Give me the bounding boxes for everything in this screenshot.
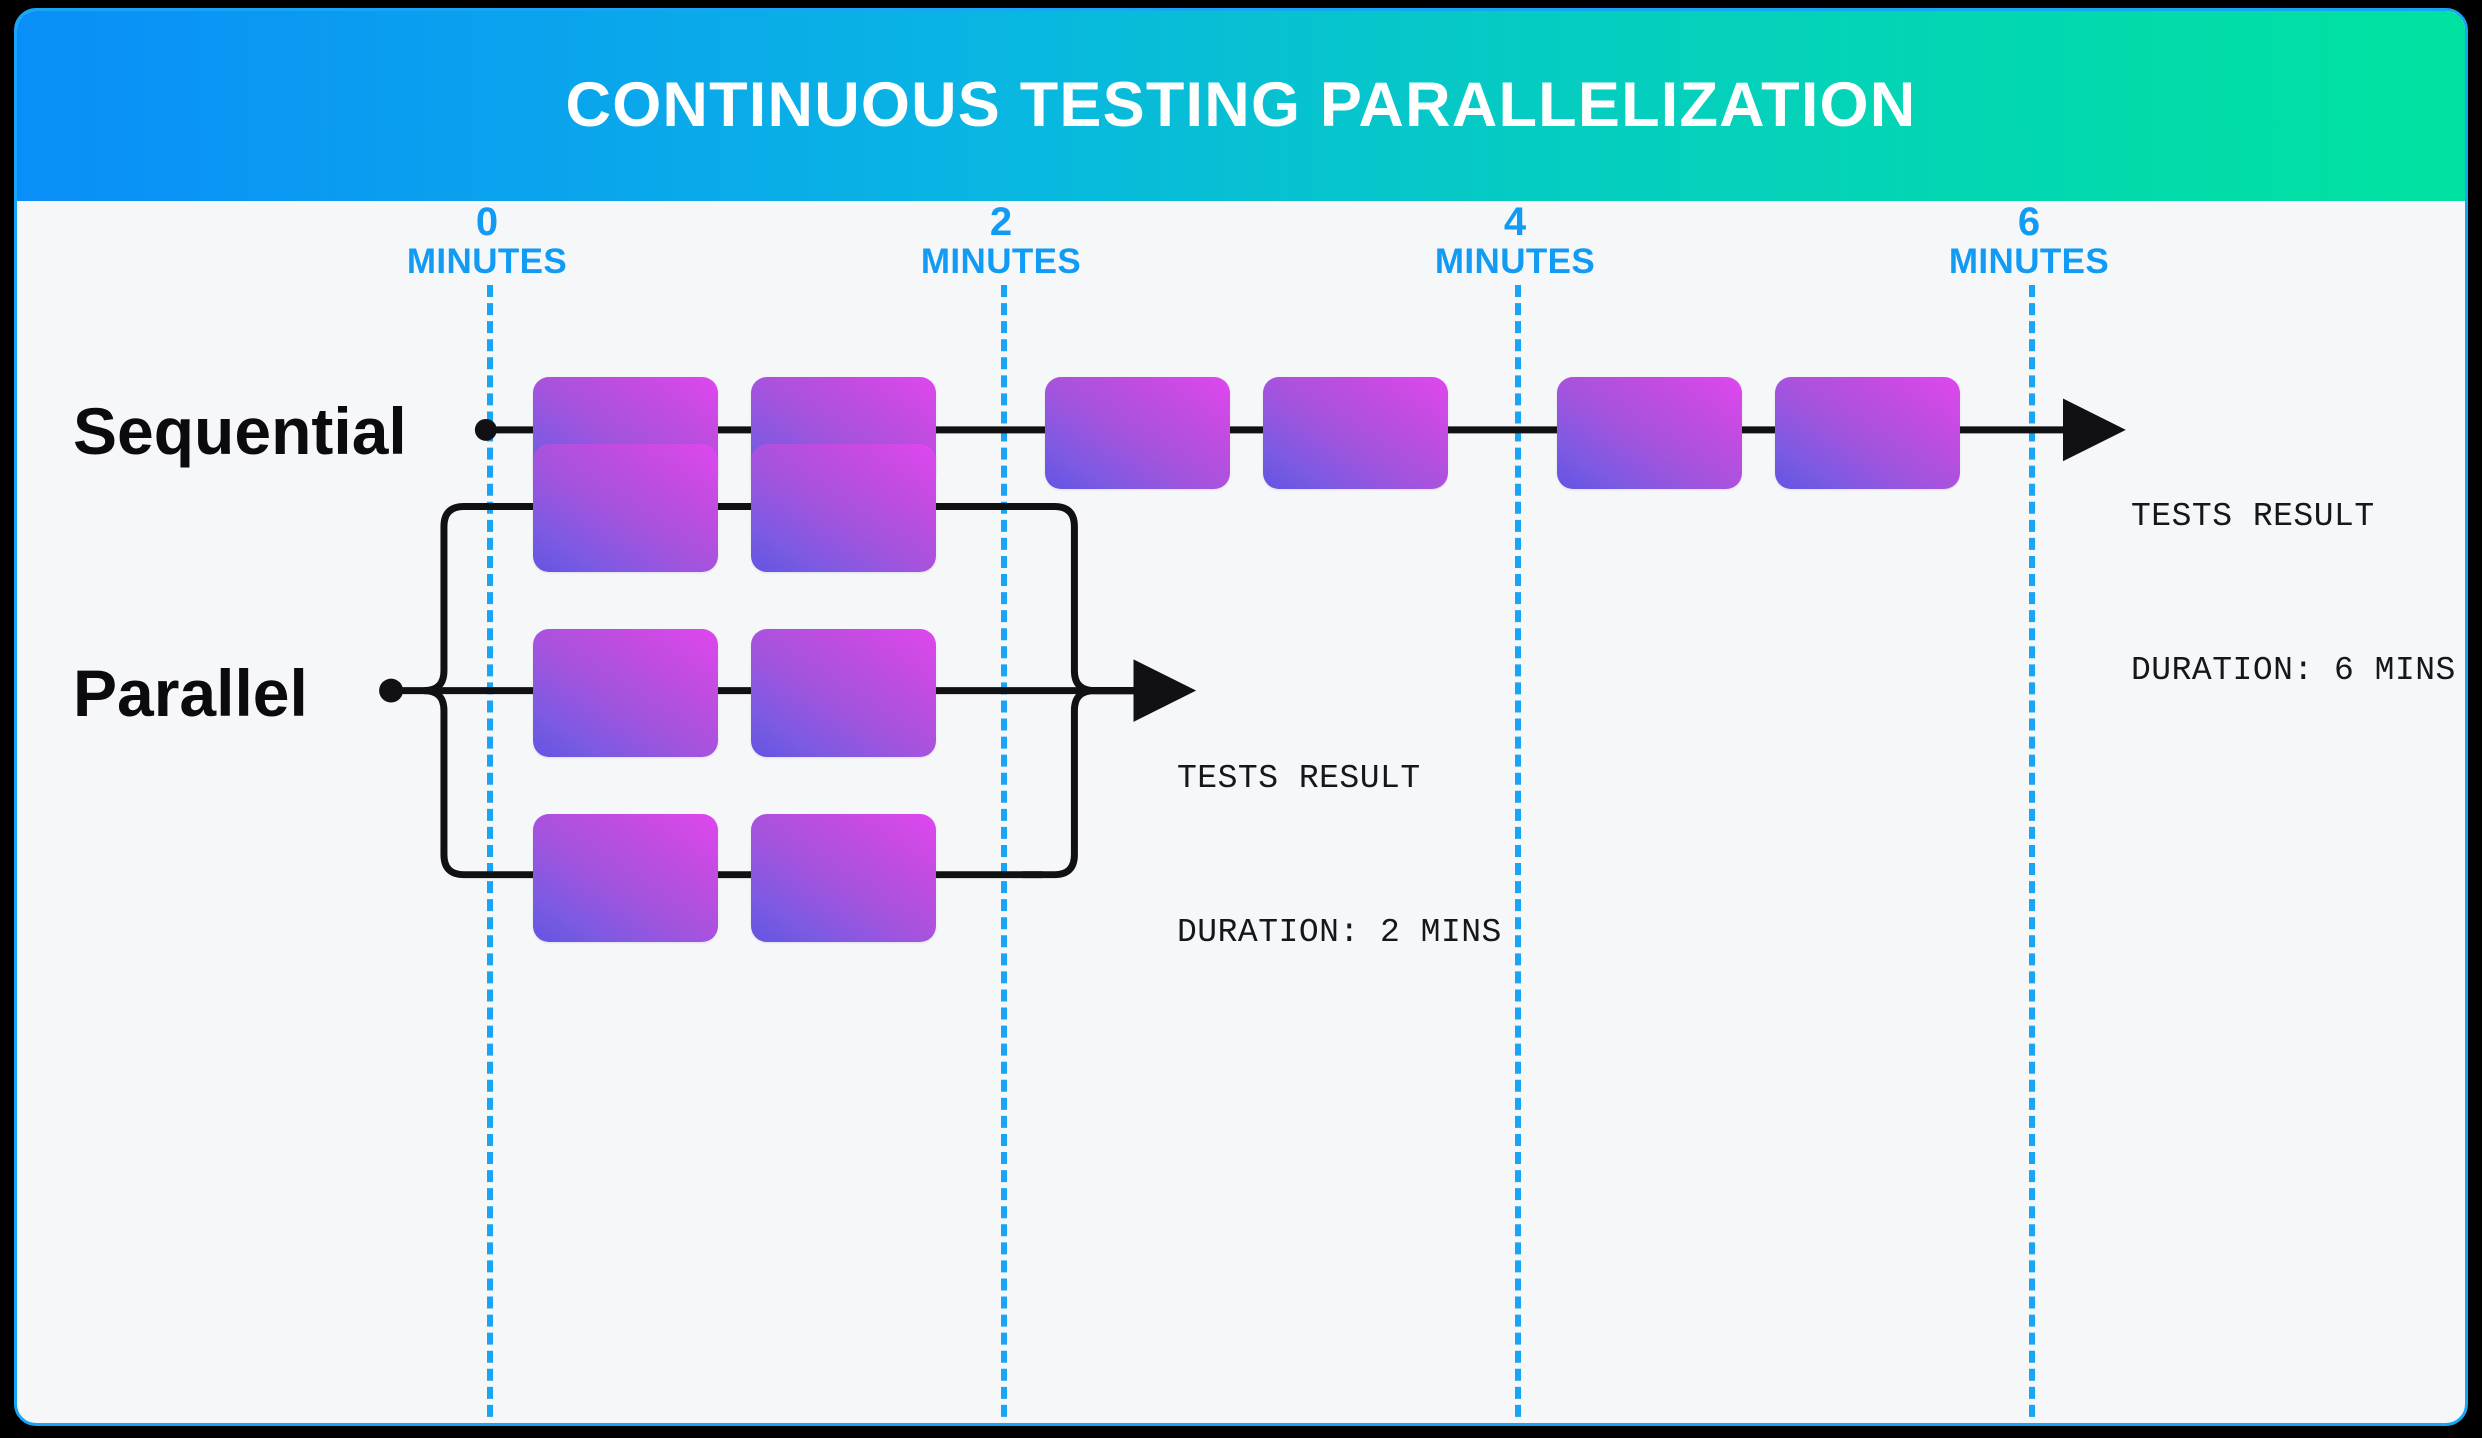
test-block[interactable] bbox=[751, 629, 936, 757]
parallel-result: TESTS RESULT DURATION: 2 MINS bbox=[1177, 651, 1502, 1060]
gridline-2-minutes bbox=[1001, 285, 1007, 1423]
test-block[interactable] bbox=[1775, 377, 1960, 489]
test-block[interactable] bbox=[533, 814, 718, 942]
parallel-result-line1: TESTS RESULT bbox=[1177, 760, 1421, 798]
axis-tick-6-value: 6 bbox=[2017, 200, 2041, 244]
test-block[interactable] bbox=[1557, 377, 1742, 489]
axis-tick-0-unit: MINUTES bbox=[406, 242, 568, 282]
axis-tick-6-unit: MINUTES bbox=[1948, 242, 2110, 282]
diagram-canvas: 0 MINUTES 2 MINUTES 4 MINUTES 6 MINUTES bbox=[17, 200, 2465, 1423]
test-block[interactable] bbox=[533, 629, 718, 757]
axis-tick-2-unit: MINUTES bbox=[920, 242, 1082, 282]
axis-tick-4-value: 4 bbox=[1503, 200, 1527, 244]
sequential-result-line1: TESTS RESULT bbox=[2131, 498, 2375, 536]
row-label-parallel: Parallel bbox=[73, 656, 308, 730]
page-title: CONTINUOUS TESTING PARALLELIZATION bbox=[565, 70, 1917, 140]
sequential-result-line2: DURATION: 6 MINS bbox=[2131, 651, 2456, 689]
axis-tick-4-unit: MINUTES bbox=[1434, 242, 1596, 282]
test-block[interactable] bbox=[751, 814, 936, 942]
row-label-sequential: Sequential bbox=[73, 394, 407, 468]
test-block[interactable] bbox=[751, 444, 936, 572]
axis-tick-2: 2 MINUTES bbox=[920, 200, 1082, 282]
header-banner: CONTINUOUS TESTING PARALLELIZATION bbox=[17, 11, 2465, 201]
test-block[interactable] bbox=[1263, 377, 1448, 489]
axis-tick-0: 0 MINUTES bbox=[406, 200, 568, 282]
test-block[interactable] bbox=[533, 444, 718, 572]
gridline-6-minutes bbox=[2029, 285, 2035, 1423]
sequential-result: TESTS RESULT DURATION: 6 MINS bbox=[2131, 389, 2456, 798]
axis-tick-4: 4 MINUTES bbox=[1434, 200, 1596, 282]
axis-tick-0-value: 0 bbox=[475, 200, 499, 244]
axis-tick-2-value: 2 bbox=[989, 200, 1013, 244]
parallel-result-line2: DURATION: 2 MINS bbox=[1177, 913, 1502, 951]
diagram-frame: CONTINUOUS TESTING PARALLELIZATION 0 MIN… bbox=[14, 8, 2468, 1426]
gridline-4-minutes bbox=[1515, 285, 1521, 1423]
test-block[interactable] bbox=[1045, 377, 1230, 489]
gridline-0-minutes bbox=[487, 285, 493, 1423]
axis-tick-6: 6 MINUTES bbox=[1948, 200, 2110, 282]
